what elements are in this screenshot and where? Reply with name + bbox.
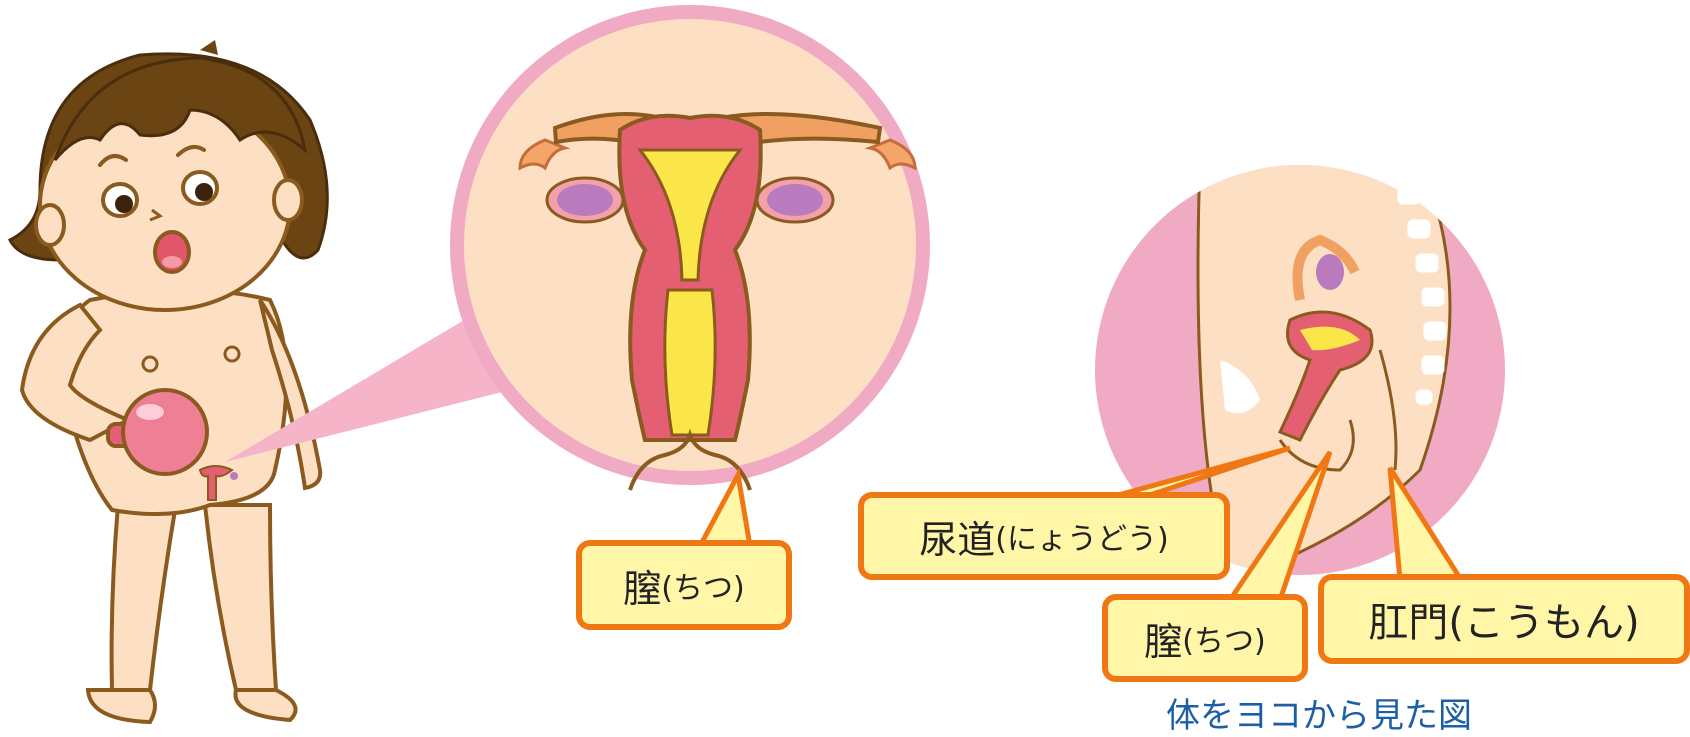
- label-reading: (ちつ): [661, 563, 744, 607]
- label-text: 膣: [1144, 611, 1182, 666]
- label-reading: (にょうどう): [995, 514, 1168, 558]
- label-reading: (ちつ): [1182, 616, 1265, 660]
- label-vagina-front: 膣(ちつ): [576, 540, 792, 630]
- girl-figure: [10, 40, 327, 722]
- front-view-magnification: [225, 5, 930, 490]
- label-anus: 肛門(こうもん): [1318, 574, 1690, 664]
- callout-pointer: [700, 475, 750, 546]
- label-text: 膣: [623, 558, 661, 613]
- label-text: 肛門: [1368, 590, 1448, 648]
- side-view-caption: 体をヨコから見た図: [1166, 688, 1526, 737]
- label-text: 尿道: [919, 509, 995, 564]
- label-urethra: 尿道(にょうどう): [858, 492, 1230, 580]
- label-reading: (こうもん): [1448, 590, 1639, 648]
- label-vagina-side: 膣(ちつ): [1102, 594, 1308, 682]
